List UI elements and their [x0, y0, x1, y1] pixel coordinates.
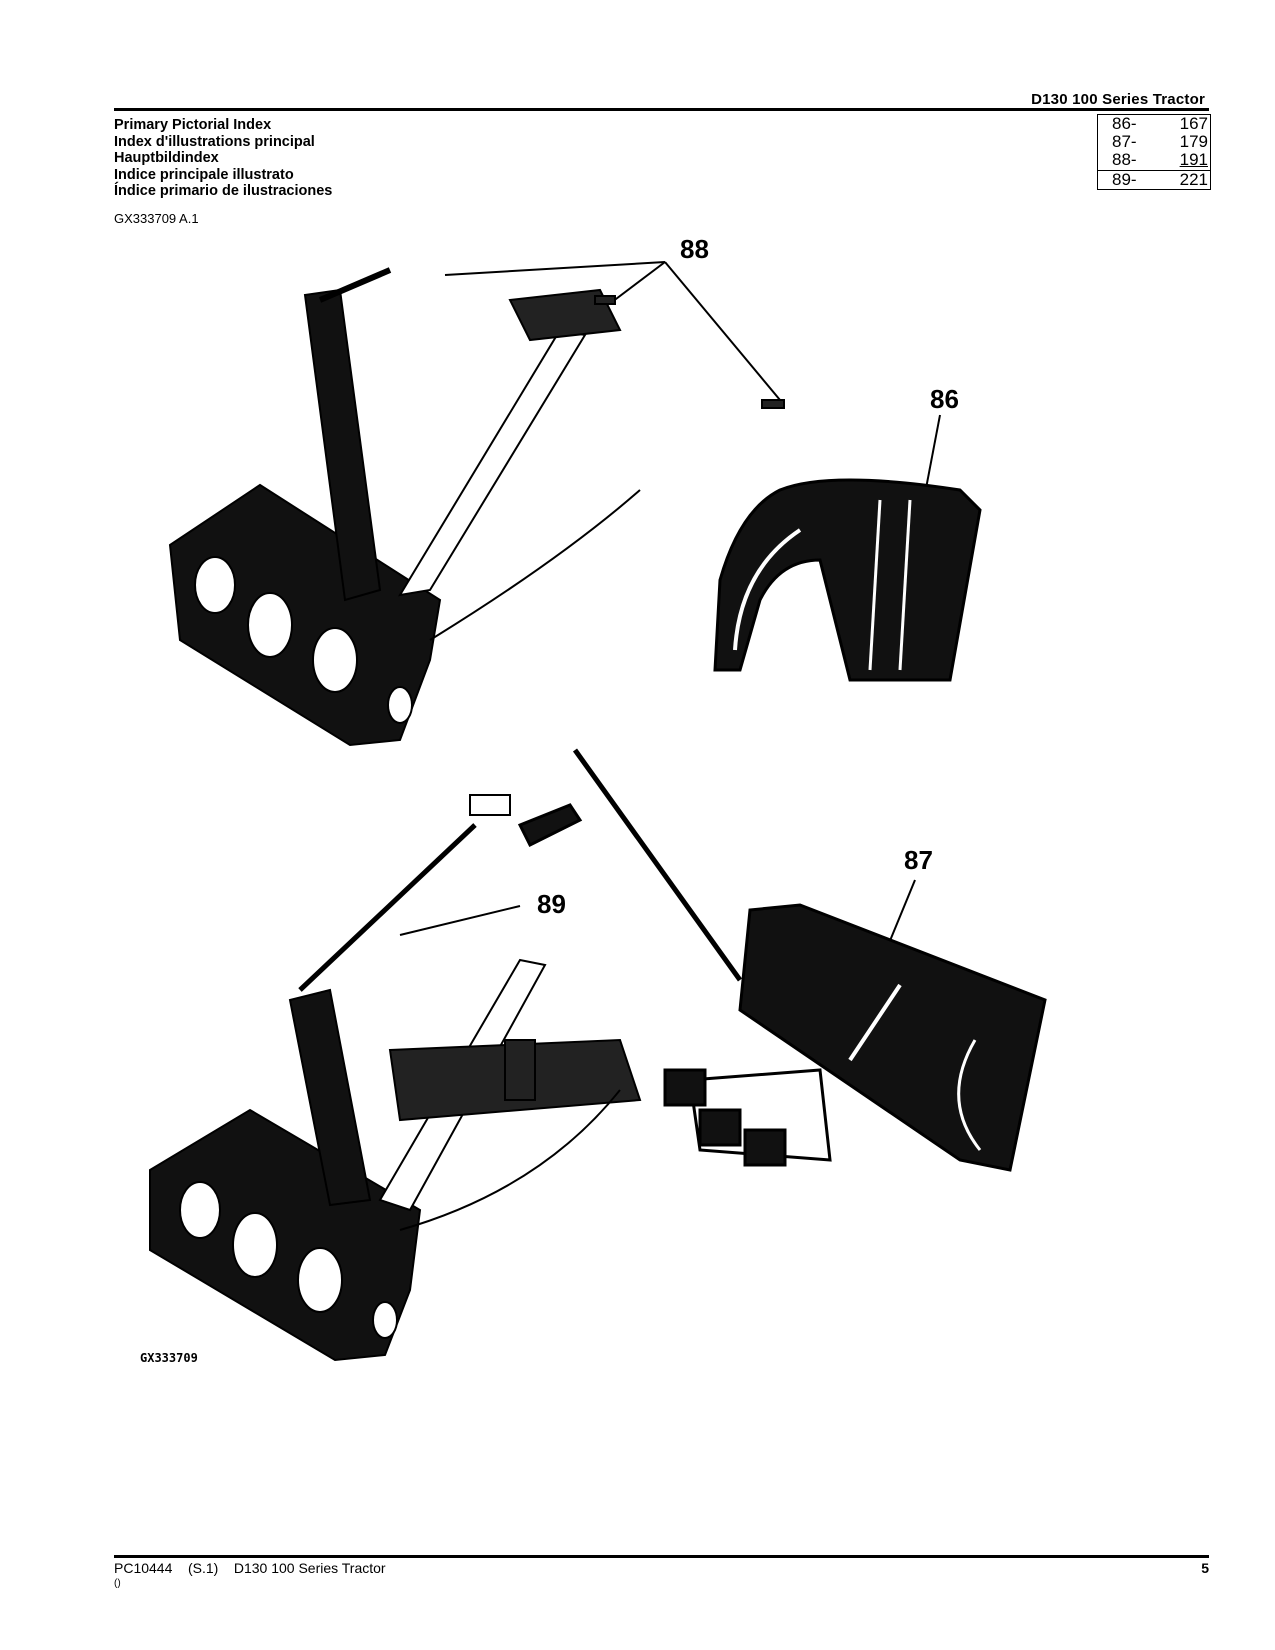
header-rule — [114, 108, 1209, 111]
title-en: Primary Pictorial Index — [114, 117, 272, 133]
leader-89 — [399, 905, 521, 936]
index-row[interactable]: 86- 167 — [1098, 115, 1210, 133]
chute-deflector-86 — [713, 478, 982, 682]
index-row[interactable]: 89- 221 — [1098, 170, 1210, 189]
index-page: 179 — [1179, 132, 1208, 151]
index-page: 191 — [1179, 150, 1208, 169]
index-table: 86- 167 87- 179 88- 191 89- 221 — [1097, 114, 1211, 190]
leader-88 — [444, 261, 666, 276]
index-page: 167 — [1179, 114, 1208, 133]
snowblower-88 — [168, 267, 785, 747]
callout-86: 86 — [930, 384, 959, 414]
figure-label: GX333709 — [140, 1351, 198, 1365]
index-page: 221 — [1179, 170, 1208, 189]
callout-89: 89 — [537, 889, 566, 919]
page-number: 5 — [1201, 1560, 1209, 1576]
footer-subtext: () — [114, 1578, 121, 1589]
title-it: Indice principale illustrato — [114, 166, 294, 183]
footer-rule — [114, 1555, 1209, 1558]
title-fr: Index d'illustrations principal — [114, 133, 315, 150]
title-es: Índice primario de ilustraciones — [114, 183, 333, 199]
index-ref: 89- — [1112, 170, 1137, 189]
index-ref: 87- — [1112, 132, 1137, 151]
callout-87: 87 — [904, 845, 933, 875]
blade-87 — [517, 748, 1047, 1172]
title-de: Hauptbildindex — [114, 150, 219, 166]
index-row[interactable]: 88- 191 — [1098, 151, 1210, 169]
footer-text: PC10444 (S.1) D130 100 Series Tractor — [114, 1560, 386, 1576]
figure-id: GX333709 A.1 — [114, 211, 199, 226]
snowblower-89 — [149, 794, 642, 1362]
index-ref: 88- — [1112, 150, 1137, 169]
callout-88: 88 — [680, 234, 709, 264]
index-row[interactable]: 87- 179 — [1098, 133, 1210, 151]
index-ref: 86- — [1112, 114, 1137, 133]
document-title: D130 100 Series Tractor — [1031, 91, 1205, 108]
index-titles: Primary Pictorial Index Index d'illustra… — [114, 117, 332, 200]
